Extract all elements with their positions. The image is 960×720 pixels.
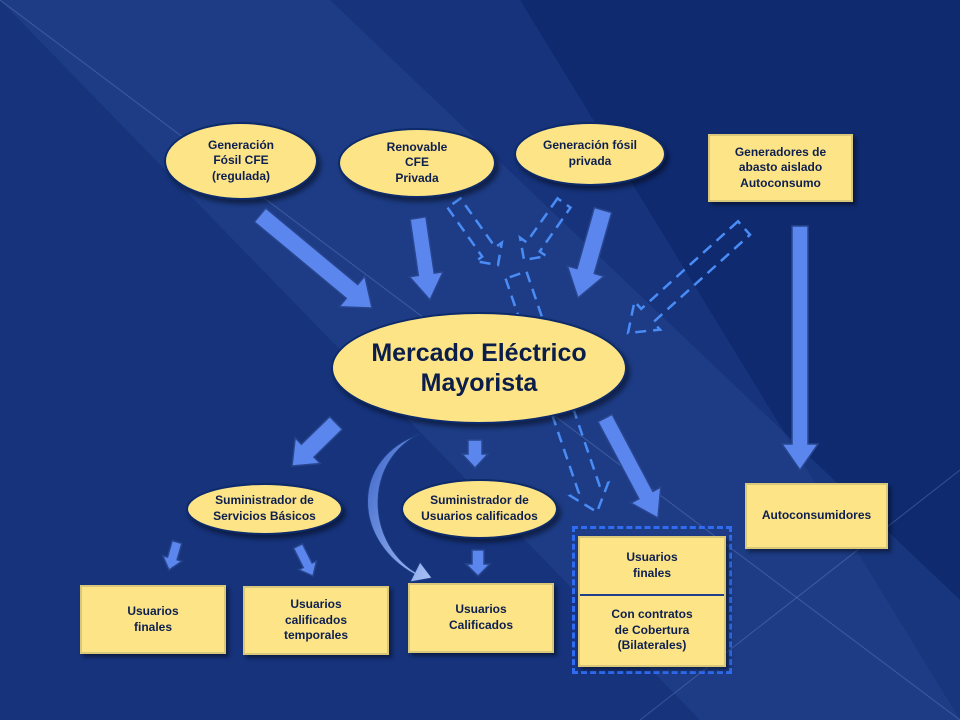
node-mercado-electrico-mayorista: Mercado Eléctrico Mayorista xyxy=(331,312,627,424)
dashed-arrow-renovable xyxy=(445,196,504,267)
curved-arrow xyxy=(367,433,433,583)
usuarios-finales-label: Usuarios finales xyxy=(626,550,678,580)
contratos-cobertura-label: Con contratos de Cobertura (Bilaterales) xyxy=(611,607,693,653)
dashed-arrow-abasto xyxy=(626,219,752,335)
node-suministrador-usuarios-calificados: Suministrador de Usuarios calificados xyxy=(401,479,558,539)
node-generacion-fosil-cfe: Generación Fósil CFE (regulada) xyxy=(164,122,318,200)
node-usuarios-calificados-temporales: Usuarios calificados temporales xyxy=(243,586,389,655)
dashed-arrows xyxy=(445,196,752,514)
arrow-mercado-to-bilaterales xyxy=(596,413,662,520)
arrow-mercado-to-suministrador-calificados xyxy=(460,439,490,470)
arrow-basicos-to-temporales xyxy=(292,542,318,578)
node-autoconsumidores: Autoconsumidores xyxy=(745,483,888,549)
node-usuarios-finales: Usuarios finales xyxy=(80,585,226,654)
node-generacion-fosil-privada: Generación fósil privada xyxy=(514,122,666,186)
arrow-abasto-to-autoconsumidores xyxy=(780,225,820,472)
node-usuarios-finales-bilaterales: Usuarios finales Con contratos de Cobert… xyxy=(578,536,726,667)
dashed-arrow-privada xyxy=(518,196,573,262)
node-generadores-abasto-aislado: Generadores de abasto aislado Autoconsum… xyxy=(708,134,853,202)
dashed-arrow-to-bilaterales xyxy=(504,269,611,514)
node-renovable-cfe-privada: Renovable CFE Privada xyxy=(338,128,496,198)
solid-arrows xyxy=(161,206,820,578)
bilateral-dashed-frame xyxy=(572,526,732,674)
arrow-cfe-to-mercado xyxy=(253,207,373,309)
arrow-mercado-to-suministrador-basicos xyxy=(291,415,344,467)
node-suministrador-servicios-basicos: Suministrador de Servicios Básicos xyxy=(186,483,343,535)
divider xyxy=(580,594,724,596)
arrow-basicos-to-finales xyxy=(161,539,184,572)
arrow-privada-to-mercado xyxy=(566,206,613,300)
arrow-renovable-to-mercado xyxy=(407,215,445,302)
arrow-calificados-to-usuarios xyxy=(464,549,492,578)
node-usuarios-calificados: Usuarios Calificados xyxy=(408,583,554,653)
